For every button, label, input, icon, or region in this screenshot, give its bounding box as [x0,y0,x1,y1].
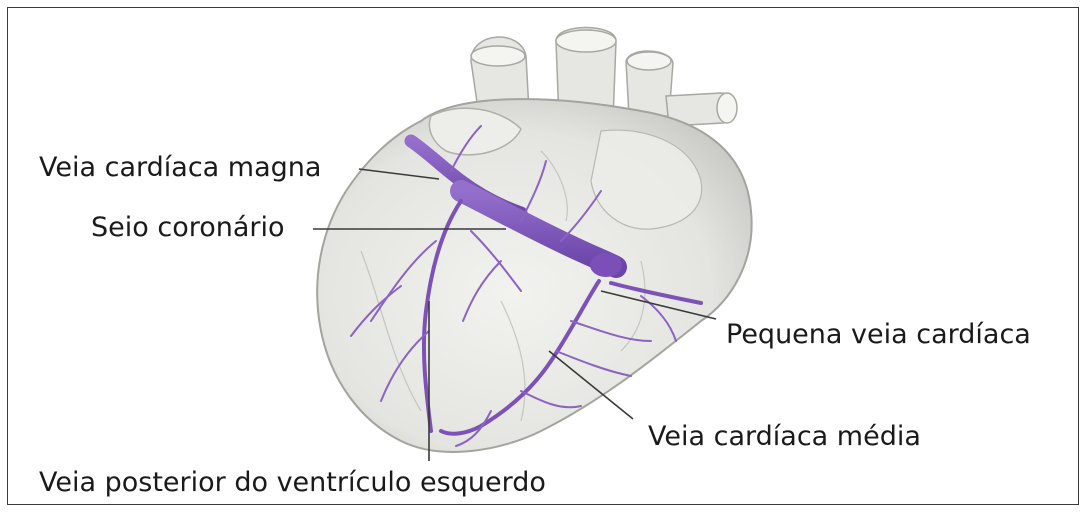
label-small-cardiac-vein: Pequena veia cardíaca [726,321,1031,348]
label-great-cardiac-vein: Veia cardíaca magna [39,154,321,181]
label-posterior-lv-vein: Veia posterior do ventrículo esquerdo [39,469,546,496]
label-middle-cardiac-vein: Veia cardíaca média [648,423,921,450]
figure-frame: Veia cardíaca magna Seio coronário Peque… [7,7,1079,505]
label-coronary-sinus: Seio coronário [91,214,285,241]
